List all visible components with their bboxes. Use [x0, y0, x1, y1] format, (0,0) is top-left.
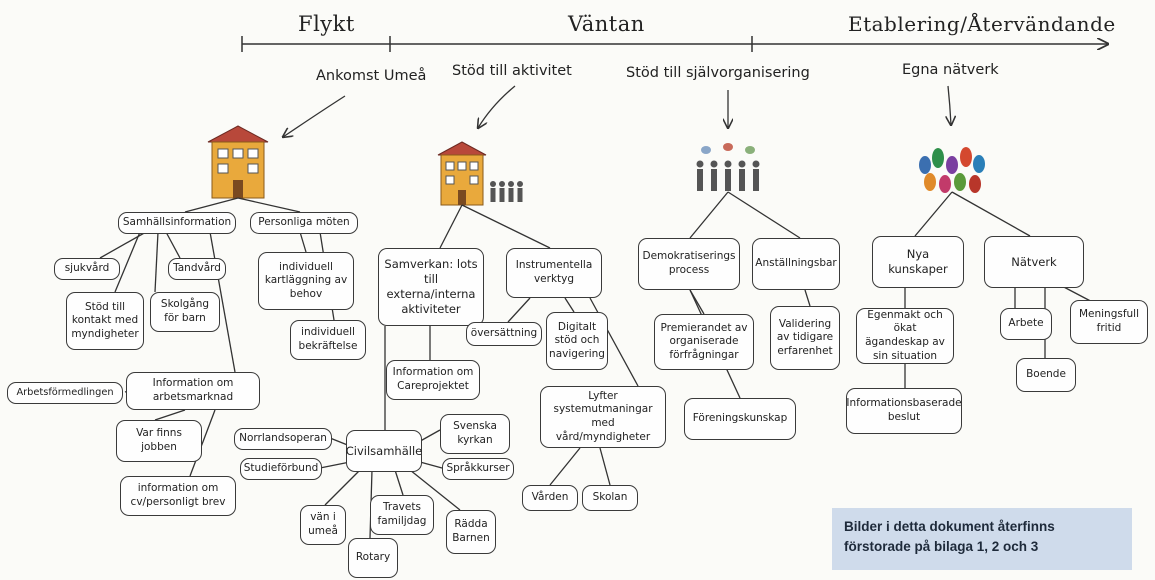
node-var-finns-jobben: Var finns jobben [116, 420, 202, 462]
node-boende: Boende [1016, 358, 1076, 392]
node-tandvard: Tandvård [168, 258, 226, 280]
node-civilsamhalle: Civilsamhälle [346, 430, 422, 472]
node-info-arbetsmarknad: Information om arbetsmarknad [126, 372, 260, 410]
stage-sjalvorg: Stöd till självorganisering [626, 65, 810, 81]
node-radda-barnen: Rädda Barnen [446, 510, 496, 554]
node-sprakkurser: Språkkurser [442, 458, 514, 480]
node-rotary: Rotary [348, 538, 398, 578]
node-oversattning: översättning [466, 322, 542, 346]
node-meningsfull-fritid: Meningsfull fritid [1070, 300, 1148, 344]
node-informationsbaserade: Informationsbaserade beslut [846, 388, 962, 434]
node-digitalt-stod: Digitalt stöd och navigering [546, 312, 608, 370]
node-demokratisering: Demokratiserings process [638, 238, 740, 290]
node-studieforbund: Studieförbund [240, 458, 322, 480]
note-box: Bilder i detta dokument återfinns försto… [832, 508, 1132, 570]
node-anstallningsbar: Anställningsbar [752, 238, 840, 290]
node-instrumentella: Instrumentella verktyg [506, 248, 602, 298]
node-natverk: Nätverk [984, 236, 1084, 288]
node-arbete: Arbete [1000, 308, 1052, 340]
node-stod-kontakt: Stöd till kontakt med myndigheter [66, 292, 144, 350]
node-varden: Vården [522, 485, 578, 511]
node-egenmakt: Egenmakt och ökat ägandeskap av sin situ… [856, 308, 954, 364]
node-skolgang: Skolgång för barn [150, 292, 220, 332]
node-validering: Validering av tidigare erfarenhet [770, 306, 840, 370]
node-travets-familjdag: Travets familjdag [370, 495, 434, 535]
node-individuell-bekraftelse: individuell bekräftelse [290, 320, 366, 360]
node-svenska-kyrkan: Svenska kyrkan [440, 414, 510, 454]
note-line-1: Bilder i detta dokument återfinns [844, 519, 1055, 534]
phase-etablering: Etablering/Återvändande [848, 12, 1116, 36]
node-samhallsinformation: Samhällsinformation [118, 212, 236, 234]
people-group-icon [490, 181, 523, 202]
node-info-careprojektet: Information om Careprojektet [386, 360, 480, 400]
node-info-cv: information om cv/personligt brev [120, 476, 236, 516]
house-icon [437, 141, 487, 206]
node-personliga-moten: Personliga möten [250, 212, 358, 234]
node-foreningskunskap: Föreningskunskap [684, 398, 796, 440]
node-skolan: Skolan [582, 485, 638, 511]
stage-aktivitet: Stöd till aktivitet [452, 63, 572, 79]
crowd-icon [919, 147, 985, 193]
timeline [241, 36, 1108, 52]
phase-vantan: Väntan [568, 12, 645, 36]
stage-arrows [283, 85, 951, 137]
note-line-2: förstorade på bilaga 1, 2 och 3 [844, 539, 1039, 555]
node-lyfter: Lyfter systemutmaningar med vård/myndigh… [540, 386, 666, 448]
node-individuell-kartlaggning: individuell kartläggning av behov [258, 252, 354, 310]
house-icon [207, 125, 269, 199]
phase-flykt: Flykt [298, 12, 355, 36]
node-norrlandsoperan: Norrlandsoperan [234, 428, 332, 450]
node-nya-kunskaper: Nya kunskaper [872, 236, 964, 288]
node-arbetsformedlingen: Arbetsförmedlingen [7, 382, 123, 404]
people-group-icon [696, 143, 760, 191]
node-van-i-umea: vän i umeå [300, 505, 346, 545]
stage-egna-natverk: Egna nätverk [902, 62, 999, 78]
stage-ankomst: Ankomst Umeå [316, 68, 427, 84]
node-sjukvard: sjukvård [54, 258, 120, 280]
node-premierandet: Premierandet av organiserade förfrågning… [654, 314, 754, 370]
node-samverkan: Samverkan: lots till externa/interna akt… [378, 248, 484, 326]
